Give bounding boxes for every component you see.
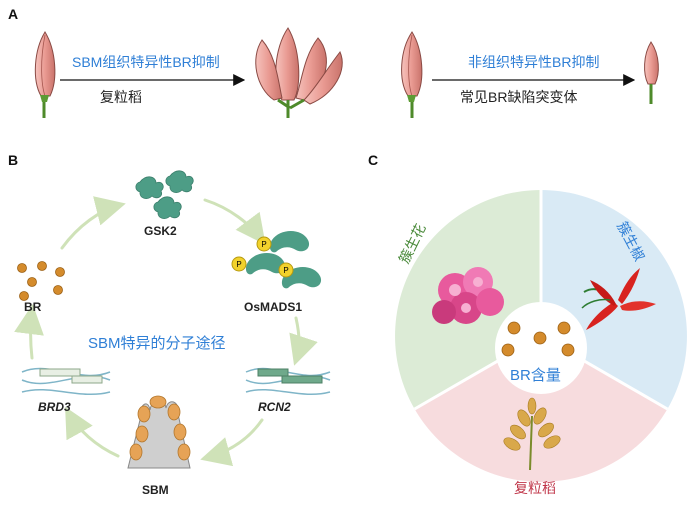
cluster-flowers-icon: [432, 267, 504, 324]
phosphate-label: P: [261, 240, 266, 249]
arrow-left-top-label: SBM组织特异性BR抑制: [72, 54, 220, 70]
phosphate-icon: [256, 236, 272, 252]
spikelet-single-left: [34, 31, 56, 118]
panel-b-label: B: [8, 152, 19, 168]
br-content-circle: [395, 190, 687, 482]
rcn2-label: RCN2: [258, 400, 291, 414]
panel-c-label: C: [368, 152, 379, 168]
phosphate-icon: [278, 262, 294, 278]
br-label: BR: [24, 300, 42, 314]
gsk2-protein-icon: [135, 170, 194, 219]
br-molecules-center-icon: [501, 321, 575, 357]
spikelet-compound: [255, 27, 343, 118]
cluster-peppers-icon: [581, 268, 656, 330]
pathway-center-label: SBM特异的分子途径: [88, 335, 226, 352]
gsk2-label: GSK2: [144, 224, 177, 238]
rice-panicle-icon: [503, 397, 561, 471]
br-content-label: BR含量: [510, 367, 561, 384]
sector-bottom-label: 复粒稻: [514, 480, 556, 496]
cycle-arrows: [14, 196, 318, 467]
osmads1-protein-icon: [231, 231, 322, 289]
arrow-right-bottom-label: 常见BR缺陷突变体: [460, 89, 578, 105]
brd3-gene-icon: [21, 367, 111, 396]
sbm-label: SBM: [142, 483, 169, 497]
sbm-meristem-icon: [127, 395, 191, 469]
panel-a-label: A: [8, 6, 19, 22]
br-molecules-icon: [17, 261, 65, 301]
phosphate-icon: [231, 256, 247, 272]
osmads1-label: OsMADS1: [244, 300, 303, 314]
spikelet-single-right: [401, 31, 423, 118]
arrow-left-bottom-label: 复粒稻: [100, 89, 142, 105]
phosphate-label: P: [236, 260, 241, 269]
arrow-right-top-label: 非组织特异性BR抑制: [468, 54, 600, 70]
phosphate-label: P: [283, 266, 288, 275]
brd3-label: BRD3: [38, 400, 71, 414]
spikelet-small: [644, 41, 659, 104]
rcn2-gene-icon: [245, 367, 331, 396]
